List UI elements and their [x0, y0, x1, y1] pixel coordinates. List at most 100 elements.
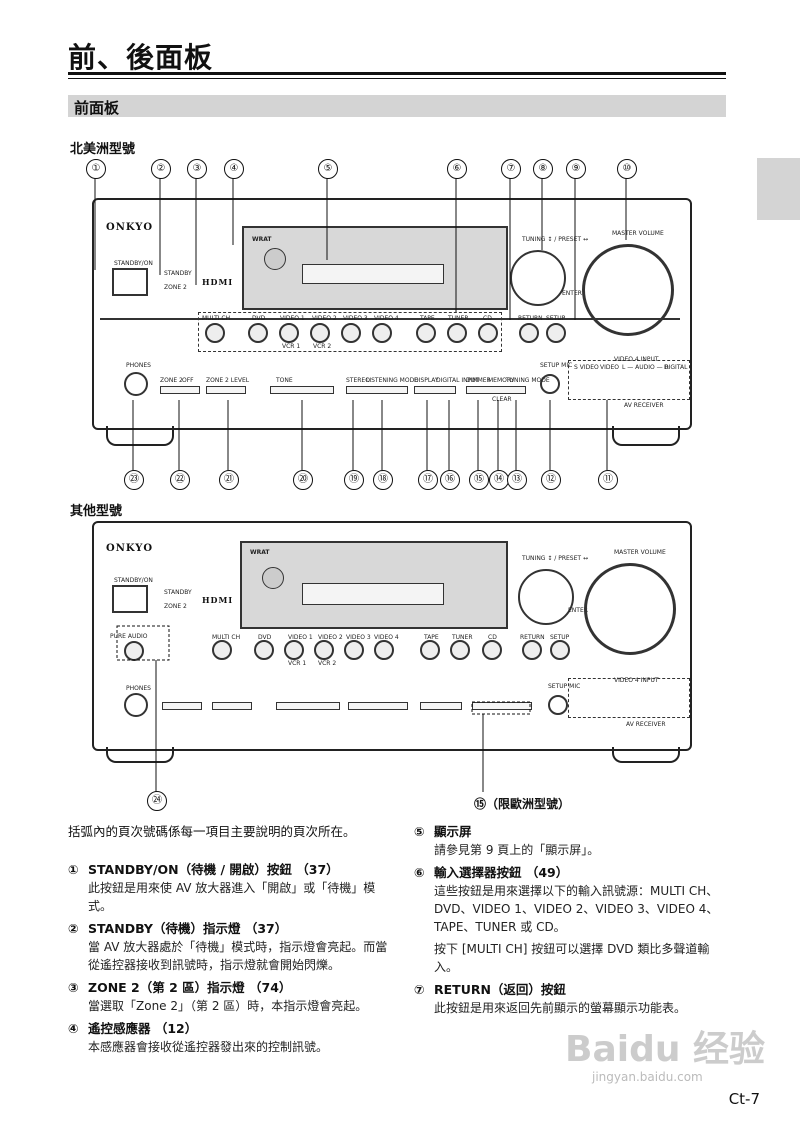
- left-items: ① STANDBY/ON（待機 / 開啟）按鈕 （37） 此按鈕是用來使 AV …: [68, 860, 388, 1056]
- input-label-video3: VIDEO 3: [343, 315, 368, 322]
- item-5-head: 顯示屏: [434, 824, 472, 839]
- dimmer-memory-button[interactable]: [466, 386, 526, 394]
- input-label-dvd: DVD: [252, 315, 266, 322]
- zone2-button-2[interactable]: [162, 702, 202, 710]
- setup-button-2[interactable]: [550, 640, 570, 660]
- dimmer-label: DIMMER: [466, 377, 491, 384]
- video4-input-label-2: VIDEO 4 INPUT: [614, 677, 659, 684]
- tone-button[interactable]: [270, 386, 334, 394]
- title-rule-thin: [68, 78, 726, 79]
- callout-5: ⑤: [318, 159, 338, 179]
- hdmi-logo: HDMI: [202, 277, 234, 287]
- tuning-dpad-2[interactable]: [518, 569, 574, 625]
- dvd-button[interactable]: [248, 323, 268, 343]
- callout-7: ⑦: [501, 159, 521, 179]
- standby-on-label: STANDBY/ON: [114, 260, 153, 267]
- cd-button[interactable]: [478, 323, 498, 343]
- enter-label: ENTER: [562, 290, 582, 297]
- setup-mic-label: SETUP MIC: [540, 362, 573, 369]
- setup-mic-jack-2[interactable]: [548, 695, 568, 715]
- setup-mic-jack[interactable]: [540, 374, 560, 394]
- item-3: ③ ZONE 2（第 2 區）指示燈 （74） 當選取「Zone 2」（第 2 …: [68, 978, 388, 1015]
- multi-ch-button[interactable]: [205, 323, 225, 343]
- standby-indicator-label-2: STANDBY: [164, 589, 192, 596]
- callout-10: ⑩: [617, 159, 637, 179]
- wrat-logo-2: WRAT: [250, 549, 270, 556]
- item-1-head: STANDBY/ON（待機 / 開啟）按鈕 （37）: [88, 862, 339, 877]
- tape-button-2[interactable]: [420, 640, 440, 660]
- video2-button-2[interactable]: [314, 640, 334, 660]
- listening-mode-button-2[interactable]: [348, 702, 408, 710]
- zone2-level-label: ZONE 2 LEVEL: [206, 377, 250, 384]
- return-button[interactable]: [519, 323, 539, 343]
- input2-label-cd: CD: [488, 634, 497, 641]
- tuner-button[interactable]: [447, 323, 467, 343]
- input2-label-video2: VIDEO 2: [318, 634, 343, 641]
- item-7-num: ⑦: [414, 982, 425, 997]
- video1-button-2[interactable]: [284, 640, 304, 660]
- item-4-num: ④: [68, 1021, 79, 1036]
- callout-15: ⑮: [469, 470, 489, 490]
- callout-9: ⑨: [566, 159, 586, 179]
- tape-button[interactable]: [416, 323, 436, 343]
- callout-21: ㉑: [219, 470, 239, 490]
- input-selector-group: [198, 312, 502, 352]
- input-label-tape: TAPE: [420, 315, 435, 322]
- display-label: DISPLAY: [414, 377, 439, 384]
- setup-label: SETUP: [546, 315, 566, 322]
- callout-6: ⑥: [447, 159, 467, 179]
- dvd-button-2[interactable]: [254, 640, 274, 660]
- input-label-video2: VIDEO 2: [312, 315, 337, 322]
- listening-mode-button[interactable]: [346, 386, 408, 394]
- callout-17: ⑰: [418, 470, 438, 490]
- callout-23: ㉓: [124, 470, 144, 490]
- callout-3: ③: [187, 159, 207, 179]
- return-button-2[interactable]: [522, 640, 542, 660]
- standby-on-button[interactable]: [112, 268, 148, 296]
- item-4: ④ 遙控感應器 （12） 本感應器會接收從遙控器發出來的控制訊號。: [68, 1019, 388, 1056]
- phones-jack-2[interactable]: [124, 693, 148, 717]
- item-5: ⑤ 顯示屏 請參見第 9 頁上的「顯示屏」。: [414, 822, 732, 859]
- zone2-level-button-2[interactable]: [212, 702, 252, 710]
- item-6: ⑥ 輸入選擇器按鈕 （49） 這些按鈕是用來選擇以下的輸入訊號源：MULTI C…: [414, 863, 732, 976]
- callout-18: ⑱: [373, 470, 393, 490]
- vcr1-label-2: VCR 1: [288, 660, 307, 667]
- master-volume-knob-2[interactable]: [584, 563, 676, 655]
- video3-button-2[interactable]: [344, 640, 364, 660]
- tuner-button-2[interactable]: [450, 640, 470, 660]
- wrat-logo: WRAT: [252, 236, 272, 243]
- video3-button[interactable]: [341, 323, 361, 343]
- tone-button-2[interactable]: [276, 702, 340, 710]
- cd-button-2[interactable]: [482, 640, 502, 660]
- display-digital-button-2[interactable]: [420, 702, 462, 710]
- item-2-head: STANDBY（待機）指示燈 （37）: [88, 921, 288, 936]
- callout-15-note: ⑮（限歐洲型號）: [474, 797, 571, 811]
- tuning-dpad[interactable]: [510, 250, 566, 306]
- listening-mode-label: LISTENING MODE: [366, 377, 418, 384]
- standby-on-button-2[interactable]: [112, 585, 148, 613]
- video4-button-2[interactable]: [374, 640, 394, 660]
- input-label-cd: CD: [483, 315, 492, 322]
- display-digital-button[interactable]: [414, 386, 456, 394]
- av-receiver-label-2: AV RECEIVER: [626, 721, 666, 728]
- zone2-level-button[interactable]: [206, 386, 246, 394]
- zone2-indicator-label-2: ZONE 2: [164, 603, 187, 610]
- item-4-head: 遙控感應器 （12）: [88, 1021, 198, 1036]
- video1-button[interactable]: [279, 323, 299, 343]
- video4-input-group: [568, 360, 690, 400]
- left-foot-2: [106, 747, 174, 763]
- setup-mic-label-2: SETUP MIC: [548, 683, 581, 690]
- setup-button[interactable]: [546, 323, 566, 343]
- phones-jack[interactable]: [124, 372, 148, 396]
- video2-button[interactable]: [310, 323, 330, 343]
- section-header: 前面板: [68, 95, 726, 117]
- multi-ch-button-2[interactable]: [212, 640, 232, 660]
- digital-input-label: DIGITAL INPUT: [436, 377, 480, 384]
- zone2-button[interactable]: [160, 386, 200, 394]
- tuning-mode-label: TUNING MODE: [506, 377, 550, 384]
- pure-audio-label: PURE AUDIO: [110, 633, 148, 640]
- master-volume-knob[interactable]: [582, 244, 674, 336]
- video4-button[interactable]: [372, 323, 392, 343]
- watermark-url: jingyan.baidu.com: [592, 1070, 703, 1084]
- item-7: ⑦ RETURN（返回）按鈕 此按鈕是用來返回先前顯示的螢幕顯示功能表。: [414, 980, 732, 1017]
